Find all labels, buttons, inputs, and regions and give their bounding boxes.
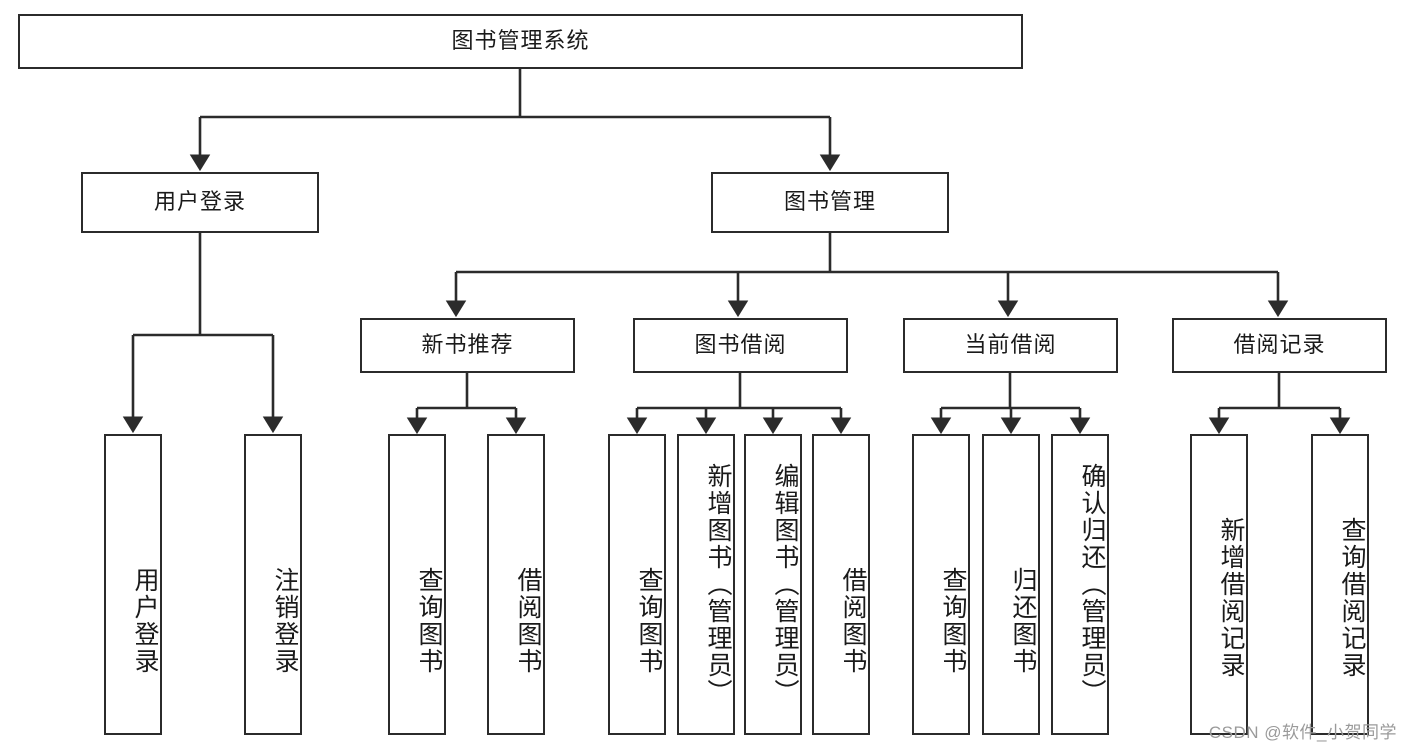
node-book-manage[interactable]: 图书管理 <box>711 172 949 233</box>
node-user-login[interactable]: 用户登录 <box>81 172 319 233</box>
node-leaf-user-login[interactable]: 用户登录 <box>104 434 162 735</box>
node-leaf-logout[interactable]: 注销登录 <box>244 434 302 735</box>
node-leaf-edit-book[interactable]: 编辑图书（管理员） <box>744 434 802 735</box>
node-current-borrow-label: 当前借阅 <box>964 332 1057 358</box>
node-user-login-label: 用户登录 <box>153 189 246 215</box>
node-leaf-confirm-return[interactable]: 确认归还（管理员） <box>1051 434 1109 735</box>
node-leaf-logout-label: 注销登录 <box>271 566 299 675</box>
node-leaf-query-book-1-label: 查询图书 <box>415 566 443 675</box>
node-new-book-recommend-label: 新书推荐 <box>421 332 514 358</box>
node-leaf-query-record[interactable]: 查询借阅记录 <box>1311 434 1369 735</box>
node-borrow-record[interactable]: 借阅记录 <box>1172 318 1387 373</box>
node-root[interactable]: 图书管理系统 <box>18 14 1023 69</box>
node-leaf-return-book-label: 归还图书 <box>1009 566 1037 675</box>
node-leaf-borrow-book-1-label: 借阅图书 <box>514 566 542 675</box>
node-leaf-query-book-2-label: 查询图书 <box>635 566 663 675</box>
node-current-borrow[interactable]: 当前借阅 <box>903 318 1118 373</box>
node-leaf-add-record[interactable]: 新增借阅记录 <box>1190 434 1248 735</box>
node-leaf-borrow-book-1[interactable]: 借阅图书 <box>487 434 545 735</box>
node-leaf-add-record-label: 新增借阅记录 <box>1217 516 1245 679</box>
node-leaf-borrow-book-2[interactable]: 借阅图书 <box>812 434 870 735</box>
node-leaf-query-book-3-label: 查询图书 <box>939 566 967 675</box>
node-leaf-edit-book-label: 编辑图书（管理员） <box>771 463 799 706</box>
node-leaf-add-book-label: 新增图书（管理员） <box>704 463 732 706</box>
node-book-borrow[interactable]: 图书借阅 <box>633 318 848 373</box>
node-leaf-query-book-2[interactable]: 查询图书 <box>608 434 666 735</box>
node-leaf-query-book-1[interactable]: 查询图书 <box>388 434 446 735</box>
watermark-text: CSDN @软件_小贺同学 <box>1208 723 1397 742</box>
node-book-manage-label: 图书管理 <box>783 189 876 215</box>
node-leaf-query-book-3[interactable]: 查询图书 <box>912 434 970 735</box>
node-leaf-confirm-return-label: 确认归还（管理员） <box>1078 463 1106 706</box>
node-leaf-user-login-label: 用户登录 <box>131 566 159 675</box>
node-root-label: 图书管理系统 <box>451 28 590 54</box>
node-borrow-record-label: 借阅记录 <box>1233 332 1326 358</box>
node-leaf-return-book[interactable]: 归还图书 <box>982 434 1040 735</box>
node-new-book-recommend[interactable]: 新书推荐 <box>360 318 575 373</box>
node-book-borrow-label: 图书借阅 <box>694 332 787 358</box>
node-leaf-borrow-book-2-label: 借阅图书 <box>839 566 867 675</box>
node-leaf-add-book[interactable]: 新增图书（管理员） <box>677 434 735 735</box>
node-leaf-query-record-label: 查询借阅记录 <box>1338 516 1366 679</box>
